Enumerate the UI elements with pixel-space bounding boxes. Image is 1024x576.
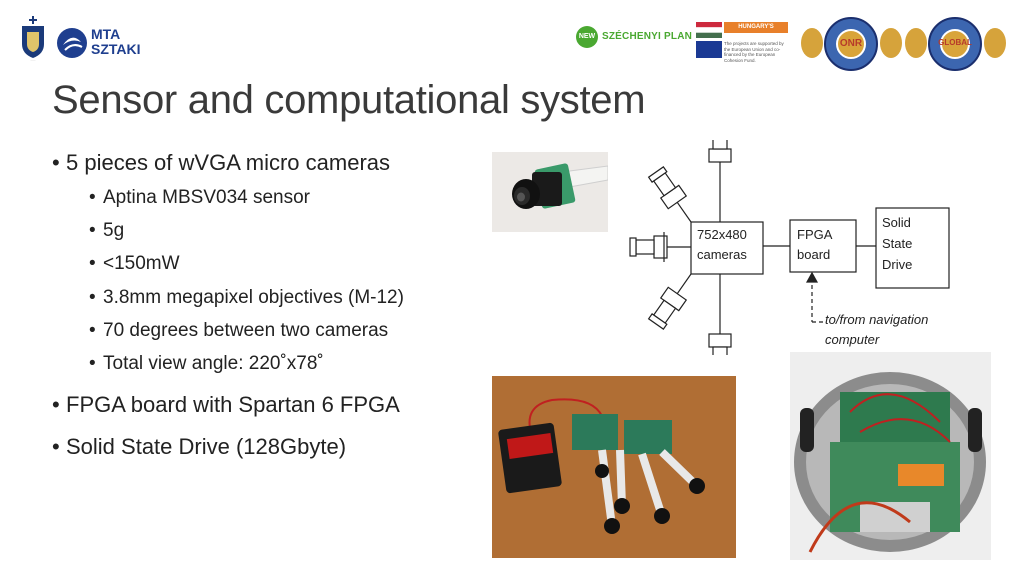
svg-text:·····: ····· xyxy=(31,59,36,63)
onr-global-seal-logo: GLOBAL xyxy=(928,17,982,71)
micro-camera-photo xyxy=(492,152,608,232)
hungarys-renewal-logo: HUNGARY'S RENEWAL The projects are suppo… xyxy=(696,22,788,63)
sub-bullet: •<150mW xyxy=(89,253,180,274)
university-crest-logo: ····· xyxy=(18,14,48,63)
robot-platform-photo xyxy=(790,352,991,560)
marine-medal-icon xyxy=(880,28,902,58)
cameras-label-2: cameras xyxy=(697,247,747,262)
system-block-diagram: 752x480 cameras FPGA board Solid State D… xyxy=(629,140,950,355)
sub-bullet: •70 degrees between two cameras xyxy=(89,320,389,341)
cameras-label-1: 752x480 xyxy=(697,227,747,242)
nav-label-2: computer xyxy=(825,332,880,347)
camera-left xyxy=(629,232,691,262)
bullet-cameras: •5 pieces of wVGA micro cameras xyxy=(52,150,391,175)
bullet-ssd: •Solid State Drive (128Gbyte) xyxy=(52,434,347,459)
cameras-box xyxy=(690,221,764,275)
camera-bottom-left xyxy=(647,273,692,330)
camera-top xyxy=(708,140,732,222)
ssd-label-3: Drive xyxy=(882,257,912,272)
sub-bullet: •5g xyxy=(89,220,125,241)
eu-flag-icon xyxy=(696,41,722,58)
navy-medal-icon-2 xyxy=(905,28,927,58)
fpga-label-1: FPGA xyxy=(797,227,833,242)
sub-bullet: •Aptina MBSV034 sensor xyxy=(89,187,311,208)
bullet-fpga: •FPGA board with Spartan 6 FPGA xyxy=(52,392,400,417)
marine-medal-icon-2 xyxy=(984,28,1006,58)
camera-bottom xyxy=(708,274,732,355)
navigation-arrow xyxy=(805,271,823,323)
fpga-box xyxy=(789,219,857,273)
sztaki-logo-text: MTA SZTAKI xyxy=(91,26,141,57)
sztaki-logo-icon xyxy=(57,28,87,58)
onr-seal-logo: ONR xyxy=(824,17,878,71)
ssd-box xyxy=(875,207,950,289)
sub-bullet: •3.8mm megapixel objectives (M-12) xyxy=(89,287,404,308)
slide-title: Sensor and computational system xyxy=(52,78,646,122)
szechenyi-plan-logo: SZÉCHENYI PLAN xyxy=(602,31,693,42)
navy-medal-icon xyxy=(801,28,823,58)
ssd-label-2: State xyxy=(882,236,912,251)
fpga-label-2: board xyxy=(797,247,830,262)
sub-bullet: •Total view angle: 220˚x78˚ xyxy=(89,353,324,374)
ssd-label-1: Solid xyxy=(882,215,911,230)
nav-label-1: to/from navigation xyxy=(825,312,928,327)
electronics-assembly-photo xyxy=(492,376,736,558)
camera-top-left xyxy=(647,166,692,223)
szechenyi-logo-icon: NEW xyxy=(576,26,598,48)
